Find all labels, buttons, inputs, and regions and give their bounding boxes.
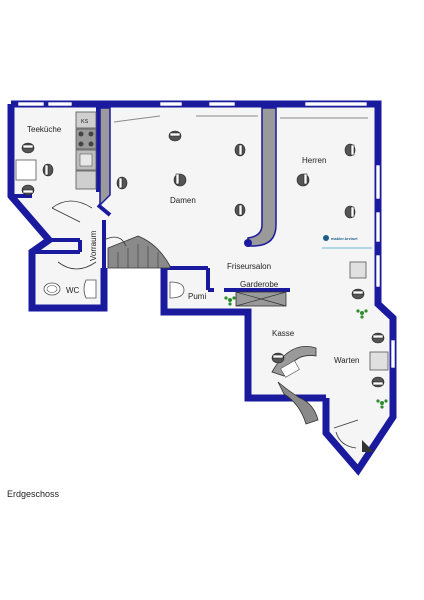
- chair: [168, 130, 182, 142]
- counter: [75, 170, 97, 190]
- room-label-pumi: Pumi: [188, 292, 206, 301]
- window: [208, 101, 236, 107]
- room-label-herren: Herren: [302, 156, 326, 165]
- chair: [344, 143, 356, 157]
- chair: [21, 184, 35, 196]
- room-label-wc: WC: [66, 286, 80, 295]
- logo: makler.kreisel: [322, 235, 372, 249]
- partition-end: [244, 239, 252, 247]
- room-label-teekueche: Teeküche: [27, 125, 62, 134]
- room-label-ks: KS: [81, 119, 89, 125]
- window: [17, 101, 45, 107]
- window: [159, 101, 183, 107]
- windows: [17, 101, 396, 369]
- plant-icon: [376, 399, 388, 409]
- chair: [371, 332, 385, 344]
- chair: [173, 173, 187, 187]
- window: [304, 101, 368, 107]
- partition-herren: [247, 107, 277, 247]
- partition-damen-west: [99, 107, 111, 207]
- partition-line: [113, 115, 161, 123]
- outer-wall-south: [160, 268, 326, 402]
- wash-basin: [83, 279, 97, 299]
- fridge-ks: [75, 111, 97, 129]
- chair: [271, 352, 285, 364]
- entrance-arrow-icon: [362, 440, 374, 452]
- window: [375, 164, 381, 200]
- chair: [234, 143, 246, 157]
- kitchen-table: [15, 159, 37, 181]
- room-label-warten: Warten: [334, 356, 360, 365]
- wc-fixtures: [43, 279, 185, 299]
- window: [375, 211, 381, 243]
- room-label-friseursalon: Friseursalon: [227, 262, 271, 271]
- warten-table: [369, 351, 389, 371]
- room-label-kasse: Kasse: [272, 329, 295, 338]
- kasse-counter: [271, 346, 319, 425]
- chairs: [21, 130, 385, 388]
- stove: [75, 128, 97, 150]
- plants: [224, 296, 388, 409]
- chair: [21, 142, 35, 154]
- pumi-basin: [169, 281, 185, 299]
- garderobe-rack: [235, 291, 287, 307]
- chair: [296, 173, 310, 187]
- stairs: [107, 235, 171, 269]
- interior-walls: [11, 104, 290, 292]
- window: [390, 339, 396, 369]
- chair: [371, 376, 385, 388]
- room-label-vorraum: Vorraum: [89, 230, 98, 261]
- chair: [344, 205, 356, 219]
- plant-icon: [356, 309, 368, 319]
- herren-table: [349, 261, 367, 279]
- room-label-garderobe: Garderobe: [240, 280, 279, 289]
- kitchen: [15, 111, 97, 190]
- floor-label: Erdgeschoss: [7, 489, 60, 499]
- plant-icon: [224, 296, 236, 306]
- toilet: [43, 282, 61, 296]
- room-label-damen: Damen: [170, 196, 196, 205]
- chair: [42, 163, 54, 177]
- chair: [234, 203, 246, 217]
- chair: [116, 176, 128, 190]
- window: [47, 101, 73, 107]
- doors: [51, 200, 359, 449]
- logo-text: makler.kreisel: [331, 236, 357, 241]
- partitions: [99, 107, 368, 247]
- window: [375, 254, 381, 288]
- chair: [351, 288, 365, 300]
